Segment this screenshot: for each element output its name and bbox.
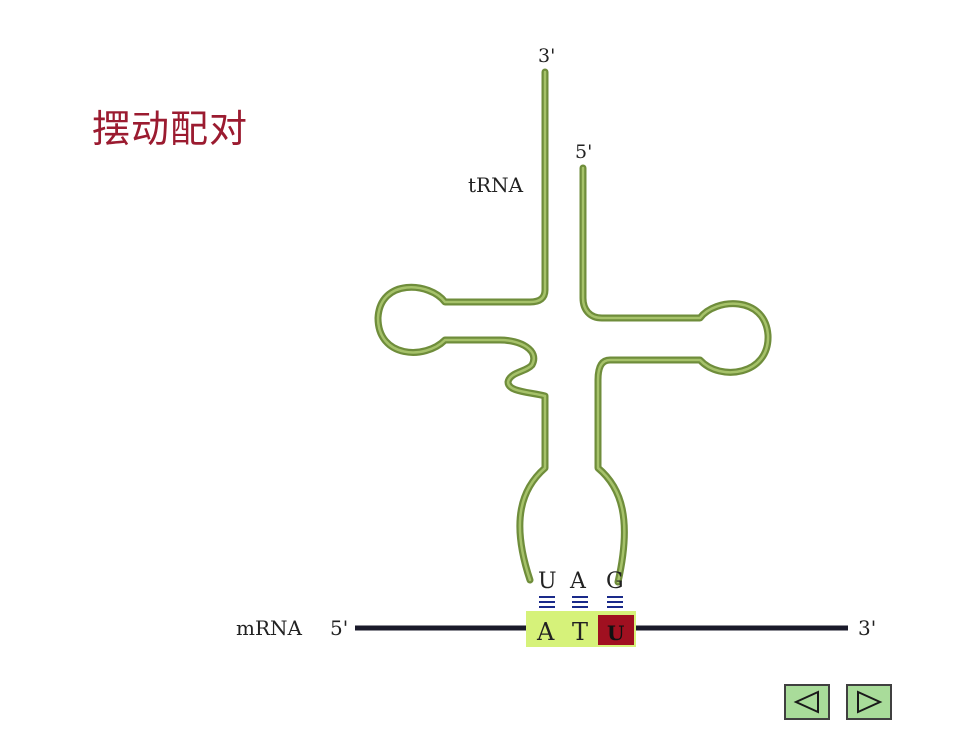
next-slide-button[interactable] [846, 684, 892, 720]
trna-strand [374, 68, 772, 586]
codon-base-2: T [572, 618, 588, 646]
mrna-3prime-label: 3' [858, 616, 876, 640]
anticodon-base-2: A [569, 569, 587, 594]
wobble-base-highlight [598, 615, 634, 645]
slide-title: 摆动配对 [92, 107, 249, 151]
trna-label: tRNA [468, 173, 524, 197]
triangle-left-icon [793, 690, 819, 714]
anticodon-base-3: G [606, 569, 624, 594]
codon-base-1: A [536, 618, 555, 646]
previous-slide-button[interactable] [784, 684, 830, 720]
anticodon-base-1: U [538, 569, 557, 594]
triangle-right-icon [857, 690, 883, 714]
trna-3prime-label: 3' [538, 45, 555, 67]
mrna-label: mRNA [236, 616, 303, 640]
trna-5prime-label: 5' [575, 141, 592, 163]
mrna-5prime-label: 5' [330, 616, 348, 640]
base-pair-bonds [539, 596, 623, 608]
codon-base-3-wobble: U [607, 621, 624, 645]
